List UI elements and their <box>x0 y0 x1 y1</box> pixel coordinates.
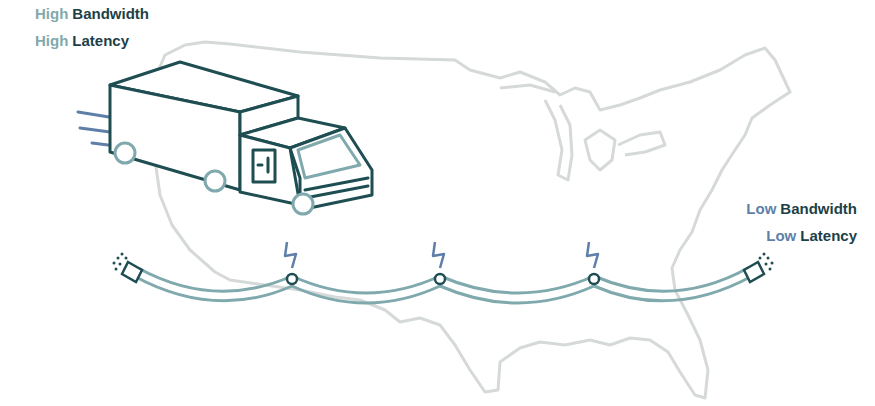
label: High <box>35 32 68 50</box>
label: Bandwidth <box>72 5 149 23</box>
label: Bandwidth <box>780 200 857 218</box>
label: Latency <box>800 227 857 245</box>
fiber-end <box>122 262 764 282</box>
label: Low <box>746 200 776 218</box>
label: High <box>35 5 68 23</box>
truck <box>78 62 372 214</box>
label-row: LowLatency <box>766 227 857 245</box>
signal-bolt <box>285 242 598 268</box>
fiber-tips <box>113 253 774 271</box>
label-row: LowBandwidth <box>746 200 857 218</box>
repeater <box>287 274 599 284</box>
cable <box>134 268 752 303</box>
label: Latency <box>72 32 129 50</box>
label: Low <box>766 227 796 245</box>
label-row: HighLatency <box>35 32 129 50</box>
label-row: HighBandwidth <box>35 5 149 23</box>
